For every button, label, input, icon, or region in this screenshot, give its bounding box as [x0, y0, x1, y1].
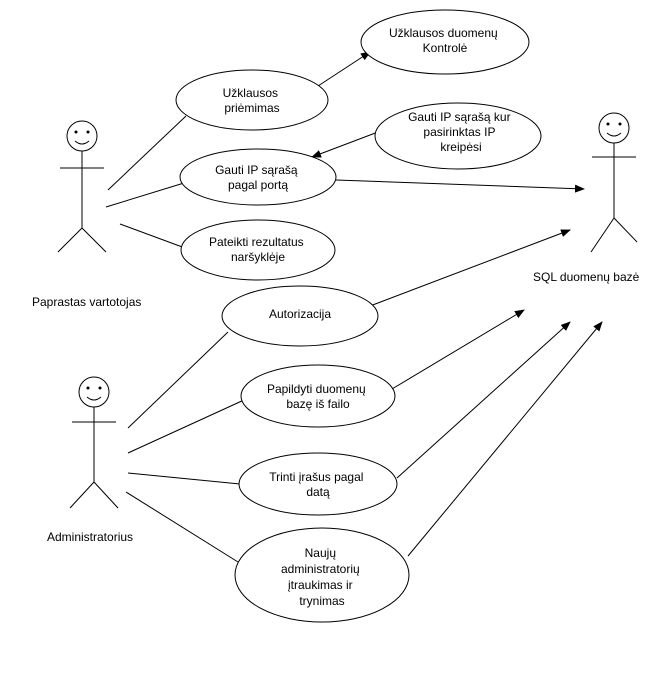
actor-db-label: SQL duomenų bazė	[533, 270, 640, 284]
use-case-import-line: bazę iš failo	[286, 397, 350, 411]
assoc-admin-delete	[127, 472, 241, 485]
use-case-byport-line: Gauti IP sąrašą	[215, 163, 298, 177]
associations	[105, 115, 245, 563]
arrow-delete-db	[396, 321, 571, 479]
arrow-byport-db	[335, 179, 585, 193]
use-case-import: Papildyti duomenų bazę iš failo	[240, 364, 396, 428]
svg-text:Užklausos priėmimas: Užklausos priėmimas	[223, 86, 282, 115]
use-case-browser-line: naršyklėje	[231, 250, 285, 264]
use-case-auth-line: Autorizacija	[269, 307, 331, 321]
svg-text:Naujų administratorių: Naujų administratorių įtraukimas ir tryn…	[281, 546, 363, 608]
use-case-newadmin-line: Naujų	[305, 546, 337, 560]
use-case-newadmin-line: įtraukimas ir	[288, 578, 353, 592]
use-case-delete: Trinti įrašus pagal datą	[238, 452, 398, 516]
svg-text:Papildyti duomenų bazę i: Papildyti duomenų bazę iš failo	[267, 382, 369, 411]
svg-text:Trinti įrašus pagal datą: Trinti įrašus pagal datą	[269, 470, 367, 499]
use-case-receive: Užklausos priėmimas	[175, 69, 329, 131]
use-case-auth: Autorizacija	[221, 285, 379, 347]
svg-text:Pateikti rezultatus narš: Pateikti rezultatus naršyklėje	[209, 235, 307, 264]
assoc-admin-auth	[127, 331, 229, 429]
actor-admin-icon	[69, 376, 119, 509]
use-case-control-line: Užklausos duomenų	[389, 26, 498, 40]
svg-text:Gauti IP sąrašą kur pasi: Gauti IP sąrašą kur pasirinktas IP kreip…	[408, 110, 514, 154]
assoc-admin-newadmin	[125, 491, 239, 563]
actor-user-label: Paprastas vartotojas	[32, 295, 141, 309]
use-case-delete-line: datą	[306, 485, 330, 499]
actor-user-icon	[57, 120, 107, 253]
use-case-browser-line: Pateikti rezultatus	[209, 235, 304, 249]
use-case-newadmin-line: trynimas	[299, 594, 344, 608]
use-case-delete-line: Trinti įrašus pagal	[269, 470, 363, 484]
assoc-user-receive	[107, 115, 187, 191]
use-case-receive-line: Užklausos	[223, 86, 278, 100]
use-case-import-line: Papildyti duomenų	[267, 382, 366, 396]
use-case-byport: Gauti IP sąrašą pagal portą	[179, 148, 337, 206]
use-case-browser: Pateikti rezultatus naršyklėje	[180, 219, 336, 281]
arrows	[311, 51, 603, 557]
use-case-newadmin: Naujų administratorių įtraukimas ir tryn…	[234, 527, 410, 623]
arrow-iplist-byport	[311, 131, 379, 158]
assoc-user-browser	[119, 223, 186, 249]
use-case-newadmin-line: administratorių	[281, 562, 360, 576]
arrow-import-db	[391, 309, 525, 390]
actor-db-icon	[590, 112, 638, 253]
actor-user: Paprastas vartotojas	[32, 120, 141, 309]
arrow-auth-db	[369, 229, 571, 307]
use-case-control-line: Kontrolė	[423, 41, 468, 55]
arrow-receive-control	[317, 51, 371, 87]
svg-text:Autorizacija: Autorizacija	[269, 307, 331, 321]
use-case-iplist: Gauti IP sąrašą kur pasirinktas IP kreip…	[374, 102, 542, 170]
use-case-receive-line: priėmimas	[224, 101, 279, 115]
svg-text:Užklausos duomenų Kontro: Užklausos duomenų Kontrolė	[389, 26, 501, 55]
use-case-byport-line: pagal portą	[228, 178, 288, 192]
svg-text:Gauti IP sąrašą pagal po: Gauti IP sąrašą pagal portą	[215, 163, 301, 192]
use-case-iplist-line: Gauti IP sąrašą kur	[408, 110, 511, 124]
arrow-newadmin-db	[407, 321, 603, 557]
assoc-user-byport	[105, 182, 185, 208]
assoc-admin-import	[127, 399, 245, 454]
actor-db: SQL duomenų bazė	[533, 112, 640, 284]
use-case-iplist-line: kreipėsi	[440, 140, 481, 154]
use-case-iplist-line: pasirinktas IP	[423, 125, 495, 139]
actor-admin: Administratorius	[47, 376, 133, 544]
use-case-control: Užklausos duomenų Kontrolė	[360, 9, 530, 75]
actor-admin-label: Administratorius	[47, 530, 133, 544]
